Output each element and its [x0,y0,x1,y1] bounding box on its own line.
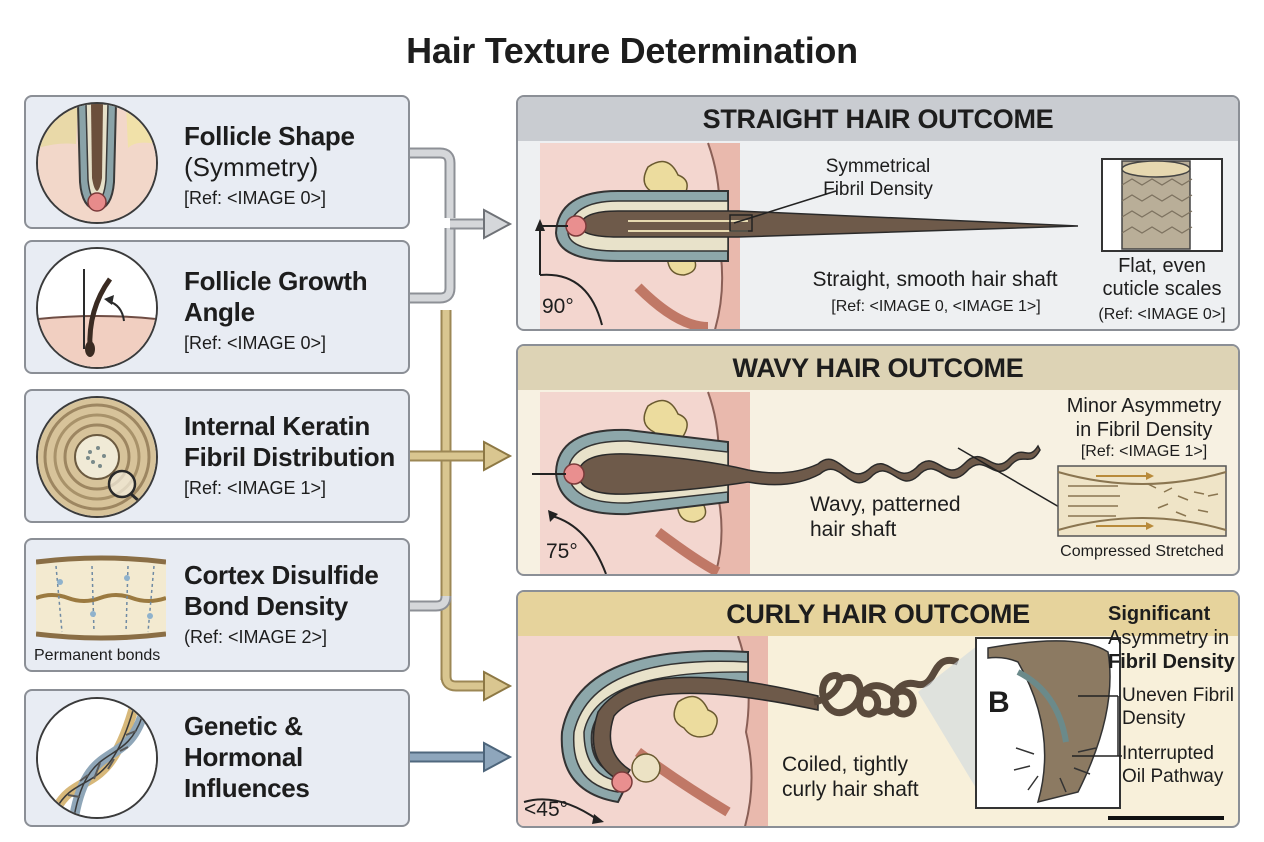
symmetrical-fibril-label: Symmetrical Fibril Density [808,155,948,201]
cuticle-label-line2: cuticle scales [1102,278,1222,300]
straight-shaft-label: Straight, smooth hair shaft [812,268,1058,291]
factor-ref: [Ref: <IMAGE 1>] [184,478,327,498]
curly-header: CURLY HAIR OUTCOME [518,592,1238,636]
curly-outcome-panel: CURLY HAIR OUTCOME <45° Significant Asym… [516,590,1240,828]
sig-line2: Asymmetry in [1108,627,1230,649]
sig-line1: Significant [1108,603,1211,625]
factor-text: Follicle Growth Angle [Ref: <IMAGE 0>] [184,266,368,356]
factor-card-follicle-shape: Follicle Shape (Symmetry) [Ref: <IMAGE 0… [24,95,410,229]
straight-angle-label: 90° [542,295,574,318]
factor-ref: [Ref: <IMAGE 0>] [184,188,327,208]
keratin-cross-section-icon [36,396,158,518]
factor-card-genetic: Genetic & Hormonal Influences [24,689,410,827]
asym-line1: Minor Asymmetry [1066,395,1222,417]
permanent-bonds-caption: Permanent bonds [34,647,161,664]
factor-subtitle: (Symmetry) [184,152,319,182]
factor-title-line1: Genetic & [184,711,303,741]
disulfide-bond-icon [36,548,166,642]
asym-line2: in Fibril Density [1075,419,1213,441]
wavy-shaft-label: Wavy, patterned hair shaft [810,492,986,542]
minor-asymmetry-label: Minor Asymmetry in Fibril Density [1054,394,1234,442]
callout2-line2: Oil Pathway [1122,766,1224,787]
sig-line3: Fibril Density [1108,651,1235,673]
interrupted-oil-callout: Interrupted Oil Pathway [1122,742,1236,788]
factor-title-line2: Angle [184,297,255,327]
curly-shaft-line1: Coiled, tightly [782,753,909,776]
curly-shaft-label: Coiled, tightly curly hair shaft [782,752,962,802]
factor-ref: (Ref: <IMAGE 2>] [184,627,328,647]
factor-card-growth-angle: Follicle Growth Angle [Ref: <IMAGE 0>] [24,240,410,374]
factor-text: Cortex Disulfide Bond Density (Ref: <IMA… [184,560,379,650]
inset-letter: B [988,686,1010,719]
curly-follicle-illustration [518,635,1224,826]
dna-icon [36,697,158,819]
wavy-header: WAVY HAIR OUTCOME [518,346,1238,390]
factor-card-keratin: Internal Keratin Fibril Distribution [Re… [24,389,410,523]
cuticle-label-line1: Flat, even [1118,255,1206,277]
factor-title-line1: Cortex Disulfide [184,560,379,590]
straight-shaft-ref: [Ref: <IMAGE 0, <IMAGE 1>] [831,298,1041,315]
callout1-line2: Density [1122,708,1186,729]
factor-text: Follicle Shape (Symmetry) [Ref: <IMAGE 0… [184,121,355,211]
fibril-label-line1: Symmetrical [825,156,931,177]
curly-shaft-line2: curly hair shaft [782,778,919,801]
growth-angle-icon [36,247,158,369]
curly-angle-label: <45° [524,798,569,821]
factor-card-disulfide: Permanent bonds Cortex Disulfide Bond De… [24,538,410,672]
follicle-shape-icon [36,102,158,224]
factor-text: Internal Keratin Fibril Distribution [Re… [184,411,395,501]
straight-header: STRAIGHT HAIR OUTCOME [518,97,1238,141]
wavy-follicle-illustration [532,391,1227,574]
factor-title: Follicle Shape [184,121,355,151]
compressed-stretched-caption: Compressed Stretched [1060,543,1224,560]
factor-title-line2: Bond Density [184,591,348,621]
significant-asymmetry-label: Significant Asymmetry in Fibril Density [1108,602,1238,674]
wavy-shaft-line2: hair shaft [810,518,897,541]
factor-title-line2: Fibril Distribution [184,442,395,472]
fibril-label-line2: Fibril Density [823,179,933,200]
factor-title-line1: Internal Keratin [184,411,370,441]
cuticle-label: Flat, even cuticle scales [1086,255,1238,301]
page-title: Hair Texture Determination [406,30,858,71]
callout2-line1: Interrupted [1122,743,1214,764]
factor-title-line2: Hormonal [184,742,303,772]
wavy-outcome-panel: WAVY HAIR OUTCOME 75° Minor Asymmetry in… [516,344,1240,576]
uneven-fibril-callout: Uneven Fibril Density [1122,684,1236,730]
callout1-line1: Uneven Fibril [1122,685,1234,706]
straight-follicle-illustration [535,142,1223,329]
minor-asymmetry-ref: [Ref: <IMAGE 1>] [1080,443,1208,460]
factor-text: Genetic & Hormonal Influences [184,711,310,804]
cuticle-ref: (Ref: <IMAGE 0>] [1098,306,1226,323]
wavy-shaft-line1: Wavy, patterned [810,493,961,516]
factor-title-line1: Follicle Growth [184,266,368,296]
straight-outcome-panel: STRAIGHT HAIR OUTCOME 90° Symmetrical Fi… [516,95,1240,331]
factor-ref: [Ref: <IMAGE 0>] [184,333,327,353]
factor-title-line3: Influences [184,773,310,803]
wavy-angle-label: 75° [546,540,578,563]
